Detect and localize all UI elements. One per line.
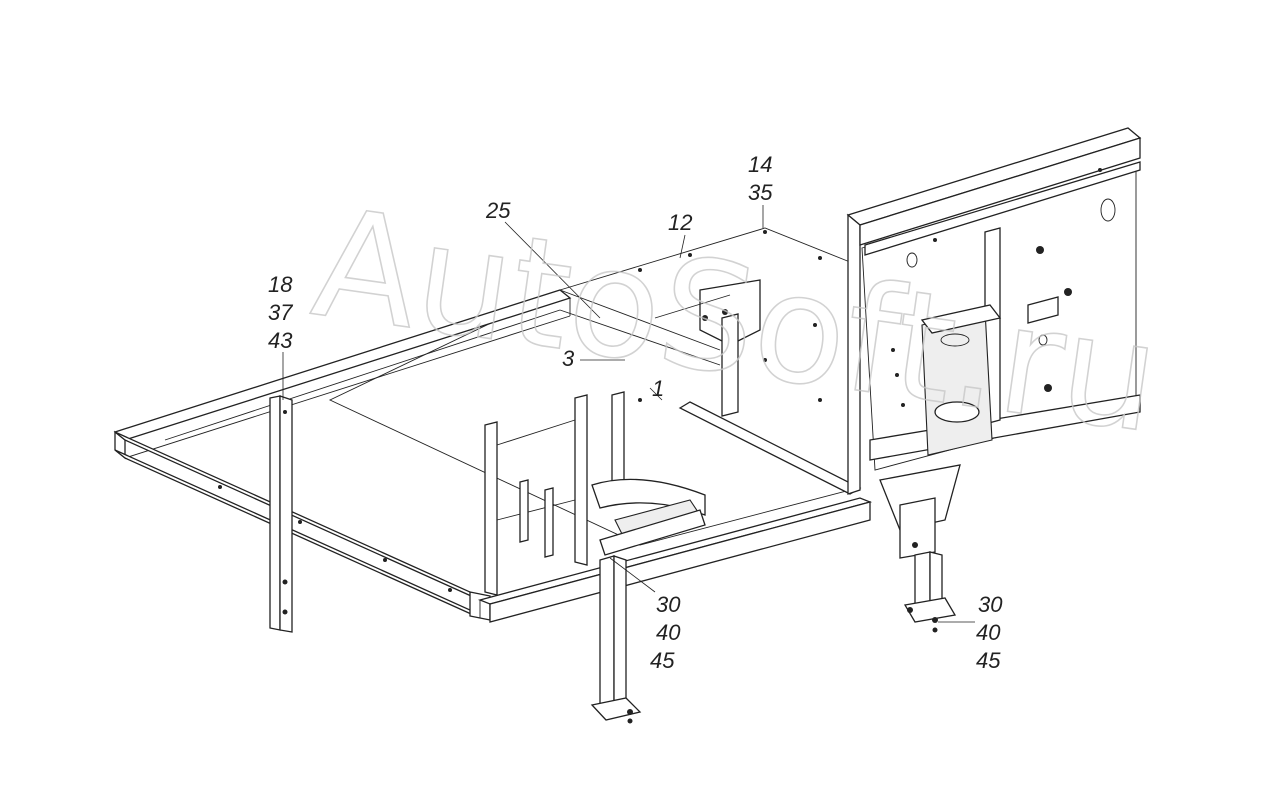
callout-numbers: 14 35 25 12 18 37 43 3 1 30 40 45 30 40 … <box>268 152 1003 673</box>
callout-3: 3 <box>562 346 575 371</box>
callout-30-right: 30 <box>978 592 1003 617</box>
back-panel <box>846 127 1142 495</box>
callout-18: 18 <box>268 272 293 297</box>
callout-1: 1 <box>652 376 664 401</box>
right-leg-assembly <box>879 464 961 633</box>
callout-40-right: 40 <box>976 620 1001 645</box>
cradle-bracket <box>591 478 706 556</box>
callout-12: 12 <box>668 210 692 235</box>
callout-14: 14 <box>748 152 772 177</box>
callout-35: 35 <box>748 180 773 205</box>
center-leg <box>590 555 642 724</box>
callout-43: 43 <box>268 328 293 353</box>
callout-25: 25 <box>485 198 511 223</box>
leader-lines <box>282 205 975 623</box>
frame-inner-rail <box>164 309 721 441</box>
left-vertical-post <box>269 395 293 633</box>
frame-bottom-rail <box>477 497 873 623</box>
callout-45-right: 45 <box>976 648 1001 673</box>
watermark: AutoSoft.ru <box>304 176 1169 466</box>
callout-37: 37 <box>268 300 293 325</box>
center-uprights <box>484 391 625 596</box>
callout-40-left: 40 <box>656 620 681 645</box>
callout-45-left: 45 <box>650 648 675 673</box>
upper-mount-bracket <box>654 279 761 417</box>
frame-front-beam <box>114 431 491 621</box>
callout-30-left: 30 <box>656 592 681 617</box>
